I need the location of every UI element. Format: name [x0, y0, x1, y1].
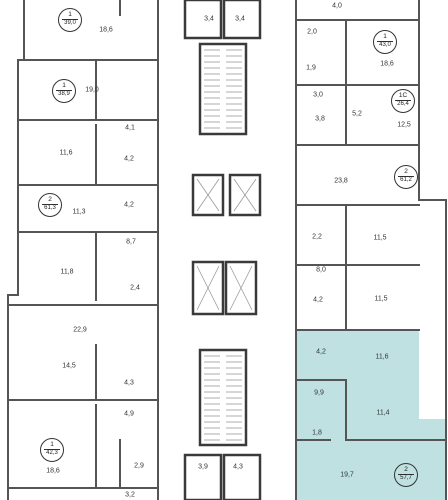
room-area: 4,2 [124, 201, 134, 209]
apartment-rooms: 2 [48, 196, 52, 203]
apartment-area: 61,2 [398, 176, 414, 184]
apartment-rooms: 1 [68, 11, 72, 18]
room-area: 4,1 [125, 124, 135, 132]
elevator-cross [196, 178, 220, 212]
apartment-area: 42,3 [44, 449, 60, 457]
room-area: 3,8 [315, 115, 325, 123]
elevator-4 [224, 260, 258, 316]
outer-wall-right [418, 0, 447, 500]
room-area: 22,9 [73, 326, 87, 334]
apartment-rooms: 1 [383, 33, 387, 40]
stair-treads [204, 49, 242, 441]
room-area: 2,9 [134, 462, 144, 470]
apartment-badge[interactable]: 1 38,9 [52, 79, 76, 103]
room-area: 4,2 [124, 155, 134, 163]
apartment-badge[interactable]: 1 39,0 [58, 8, 82, 32]
apartment-badge-selected[interactable]: 2 57,7 [394, 463, 418, 487]
apartment-rooms: 2 [404, 466, 408, 473]
shaft-top-right [222, 0, 262, 40]
room-area: 4,0 [332, 2, 342, 10]
room-area: 8,7 [126, 238, 136, 246]
apartment-area: 43,0 [377, 41, 393, 49]
stair-bottom [198, 348, 248, 447]
room-area: 1,9 [306, 64, 316, 72]
room-area: 18,6 [46, 467, 60, 475]
apartment-badge[interactable]: 1 42,3 [40, 438, 64, 462]
apartment-area: 39,0 [62, 19, 78, 27]
room-area: 8,0 [316, 266, 326, 274]
room-area: 11,5 [374, 295, 388, 303]
room-area: 11,4 [376, 409, 390, 417]
elevator-1 [191, 173, 225, 217]
room-area: 4,2 [316, 348, 326, 356]
apartment-rooms: 1С [398, 92, 408, 99]
elevator-cross [196, 265, 220, 311]
apartment-rooms: 2 [404, 168, 408, 175]
room-area: 3,4 [235, 15, 245, 23]
room-area: 2,0 [307, 28, 317, 36]
room-area: 2,2 [312, 233, 322, 241]
building-core [183, 0, 262, 500]
room-area: 11,8 [60, 268, 74, 276]
apartment-area: 26,4 [395, 100, 411, 108]
room-area: 4,2 [313, 296, 323, 304]
apartment-rooms: 1 [50, 441, 54, 448]
elevator-3 [191, 260, 225, 316]
room-area: 2,4 [130, 284, 140, 292]
elevator-cross [229, 265, 253, 311]
elevator-2 [228, 173, 262, 217]
room-area: 19,0 [85, 86, 99, 94]
apartment-badge[interactable]: 1С 26,4 [391, 89, 415, 113]
shaft-bot-right [222, 453, 262, 500]
room-area: 4,3 [233, 463, 243, 471]
room-area: 14,5 [62, 362, 76, 370]
selected-apartment-fill[interactable] [296, 330, 446, 500]
room-area: 3,0 [313, 91, 323, 99]
shaft-top-left [183, 0, 223, 40]
apartment-rooms: 1 [62, 82, 66, 89]
walls [7, 0, 447, 500]
apartment-badge[interactable]: 1 43,0 [373, 30, 397, 54]
apartment-badge[interactable]: 2 61,3 [38, 193, 62, 217]
room-area: 4,9 [124, 410, 134, 418]
elevator-marks [196, 178, 257, 311]
room-area: 11,6 [59, 149, 73, 157]
room-area: 12,5 [397, 121, 411, 129]
stair-top [198, 42, 248, 136]
apartment-badge[interactable]: 2 61,2 [394, 165, 418, 189]
room-area: 3,9 [198, 463, 208, 471]
room-area: 4,3 [124, 379, 134, 387]
room-area: 1,8 [312, 429, 322, 437]
room-area: 3,2 [125, 491, 135, 499]
room-area: 11,6 [375, 353, 389, 361]
room-area: 18,6 [99, 26, 113, 34]
room-area: 5,2 [352, 110, 362, 118]
apartment-area: 61,3 [42, 204, 58, 212]
elevator-cross [233, 178, 257, 212]
outer-wall-left [7, 0, 25, 500]
apartment-area: 57,7 [398, 474, 414, 482]
room-area: 11,5 [373, 234, 387, 242]
apartment-area: 38,9 [56, 90, 72, 98]
room-area: 18,6 [380, 60, 394, 68]
room-area: 11,3 [72, 208, 86, 216]
room-area: 3,4 [204, 15, 214, 23]
shaft-bot-left [183, 453, 223, 500]
room-area: 19,7 [340, 471, 354, 479]
room-area: 9,9 [314, 389, 324, 397]
room-area: 23,8 [334, 177, 348, 185]
